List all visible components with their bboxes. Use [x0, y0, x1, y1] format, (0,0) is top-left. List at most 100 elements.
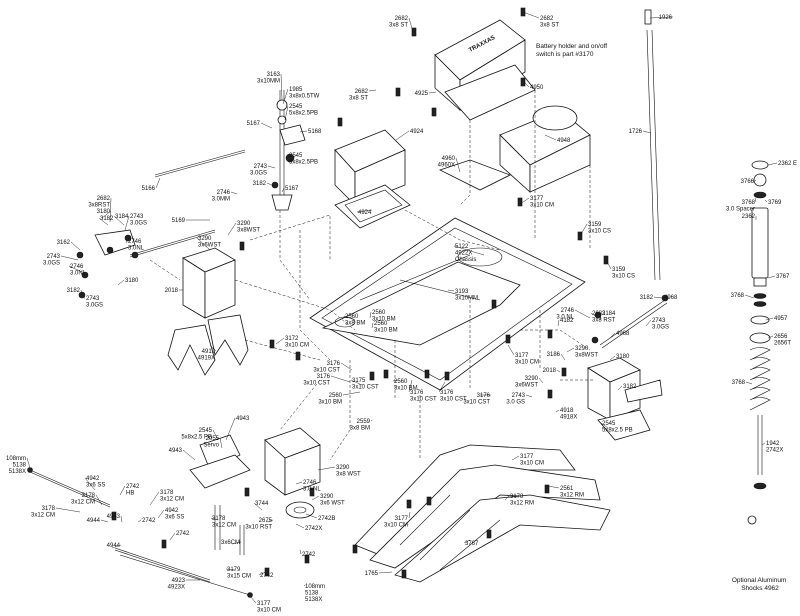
part-number-line: 3768	[742, 200, 756, 206]
part-number-line: 2559	[357, 419, 371, 425]
part-number-line: 3x8 BM	[350, 426, 370, 432]
part-number-line: 2545	[289, 153, 303, 159]
leader-line	[303, 584, 306, 587]
turnbuckles	[27, 467, 253, 598]
part-number-line: 2743	[652, 318, 666, 324]
part-label: 3768	[732, 380, 753, 386]
leader-line	[507, 344, 515, 356]
part-number-line: 2743	[47, 254, 61, 260]
part-number-line: 3x10MM	[257, 79, 280, 85]
part-number-line: 2545	[199, 428, 213, 434]
leader-line	[463, 539, 471, 544]
part-number-line: 2560	[374, 321, 388, 327]
part-number-line: 3x12 RM	[560, 493, 584, 499]
part-number-text: 3182	[67, 288, 81, 294]
leader-line	[330, 375, 351, 383]
leader-line	[761, 442, 766, 446]
part-number-line: 4943	[236, 416, 250, 422]
part-number-line: 3x8WST	[575, 353, 598, 359]
part-number-line: 3180	[125, 278, 139, 284]
part-number-text: 4944	[87, 518, 101, 524]
part-number-line: 4957	[774, 316, 788, 322]
part-number-line: 5x8x2.5 PB	[602, 428, 633, 434]
leader-line	[653, 296, 663, 299]
part-label: 3180	[97, 209, 112, 219]
part-number-line: 2742	[126, 484, 140, 490]
leader-line	[258, 571, 267, 576]
part-number-line: 4968	[664, 295, 678, 301]
part-number-line: 3768	[732, 380, 746, 386]
part-number-line: 3178	[510, 494, 524, 500]
assembly-guide-lines	[149, 90, 595, 461]
part-number-line: 3.0GS	[130, 221, 147, 227]
leader-line	[101, 210, 112, 219]
part-number-line: 5x8x2.5PB	[289, 111, 318, 117]
part-number-line: 3159	[612, 267, 626, 273]
part-number-text: 4948	[557, 138, 571, 144]
part-number-text: 4925	[415, 91, 429, 97]
part-number-line: 3.0GS	[250, 171, 267, 177]
leader-line	[765, 317, 774, 321]
part-number-line: 4950	[530, 85, 544, 91]
part-number-line: 3176	[317, 374, 331, 380]
part-label: 4943	[107, 514, 123, 523]
leader-line	[609, 355, 616, 361]
part-number-line: 4943	[169, 448, 183, 454]
leader-line	[519, 197, 530, 205]
part-number-line: 2743	[254, 164, 268, 170]
chassis-frame	[309, 217, 586, 391]
part-number-line: 3x6 SS	[86, 483, 105, 489]
part-number-text: 1726	[629, 129, 643, 135]
leader-line	[538, 377, 544, 384]
leader-line	[395, 130, 410, 141]
steering-assembly	[76, 90, 306, 299]
leader-line	[225, 568, 236, 571]
part-number-line: 3x8WST	[237, 228, 260, 234]
part-number-text: 4968	[664, 295, 678, 301]
part-number-line: 4924	[358, 210, 372, 216]
part-number-text: 3180	[125, 278, 139, 284]
part-number-line: 4960X	[438, 163, 455, 169]
battery-holder: TRAXXAS	[434, 19, 536, 121]
part-number-line: 3x8 WST	[336, 472, 361, 478]
part-label: 2018	[165, 288, 183, 294]
leader-line	[84, 477, 96, 491]
part-label: 3182	[640, 295, 663, 301]
part-number-line: 3176	[440, 390, 454, 396]
leader-line	[767, 162, 778, 166]
part-number-line: 3.0 NL	[556, 315, 574, 321]
part-number-text: 2742	[302, 552, 316, 558]
leader-line	[219, 437, 223, 449]
part-label: 1765	[365, 571, 393, 577]
leader-line	[295, 481, 303, 485]
part-number-line: 2682	[395, 16, 409, 22]
part-number-text: 3767	[776, 274, 790, 280]
shock-assembly	[747, 160, 771, 525]
part-number-line: 3290	[237, 221, 251, 227]
part-number-line: 3172	[285, 336, 299, 342]
leader-line	[275, 337, 285, 345]
part-number-line: 3x12 CM	[160, 497, 184, 503]
